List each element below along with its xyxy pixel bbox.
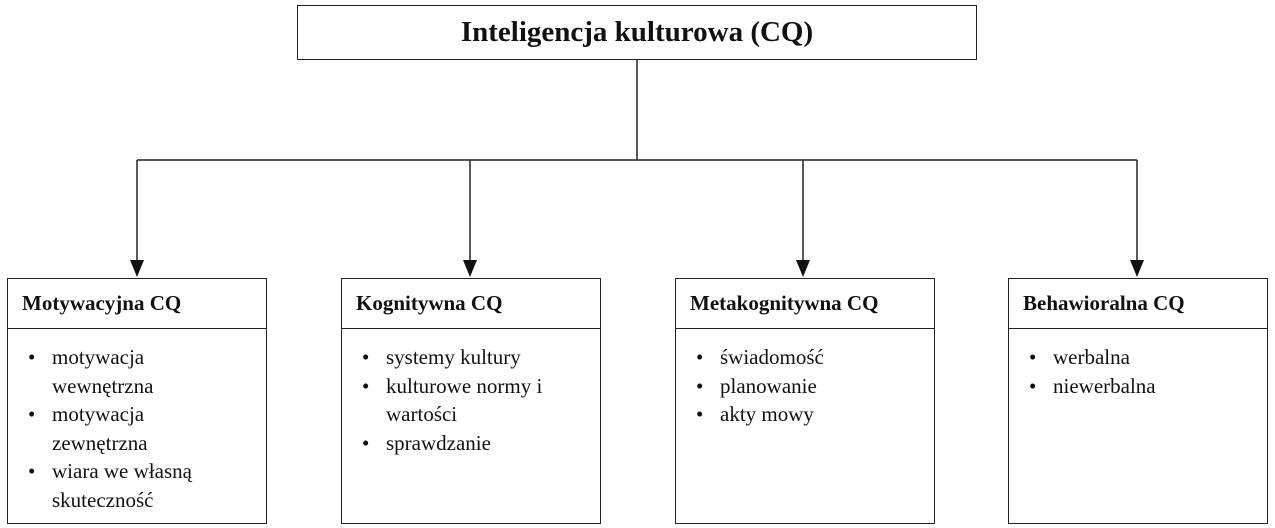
category-box-metacognitive: Metakognitywna CQ świadomość planowanie … — [675, 278, 935, 524]
category-title: Metakognitywna CQ — [676, 279, 934, 329]
category-box-motivational: Motywacyjna CQ motywacja wewnętrzna moty… — [7, 278, 267, 524]
category-box-cognitive: Kognitywna CQ systemy kultury kulturowe … — [341, 278, 601, 524]
arrowhead-1 — [130, 260, 144, 277]
list-item: systemy kultury — [362, 343, 572, 372]
root-title: Inteligencja kulturowa (CQ) — [460, 16, 814, 48]
category-title: Motywacyjna CQ — [8, 279, 266, 329]
category-list: werbalna niewerbalna — [1009, 329, 1249, 400]
list-item: wiara we własną skuteczność — [28, 457, 198, 514]
category-list: motywacja wewnętrzna motywacja zewnętrzn… — [8, 329, 198, 514]
category-title: Kognitywna CQ — [342, 279, 600, 329]
category-list: systemy kultury kulturowe normy i wartoś… — [342, 329, 572, 457]
list-item: niewerbalna — [1029, 372, 1249, 401]
list-item: planowanie — [696, 372, 916, 401]
list-item: sprawdzanie — [362, 429, 572, 458]
arrowhead-2 — [463, 260, 477, 277]
list-item: akty mowy — [696, 400, 916, 429]
root-node: Inteligencja kulturowa (CQ) — [297, 5, 977, 60]
list-item: motywacja wewnętrzna — [28, 343, 198, 400]
arrowhead-4 — [1130, 260, 1144, 277]
category-title: Behawioralna CQ — [1009, 279, 1267, 329]
category-box-behavioral: Behawioralna CQ werbalna niewerbalna — [1008, 278, 1268, 524]
list-item: motywacja zewnętrzna — [28, 400, 198, 457]
category-list: świadomość planowanie akty mowy — [676, 329, 916, 429]
arrowhead-3 — [796, 260, 810, 277]
list-item: kulturowe normy i wartości — [362, 372, 572, 429]
list-item: werbalna — [1029, 343, 1249, 372]
list-item: świadomość — [696, 343, 916, 372]
